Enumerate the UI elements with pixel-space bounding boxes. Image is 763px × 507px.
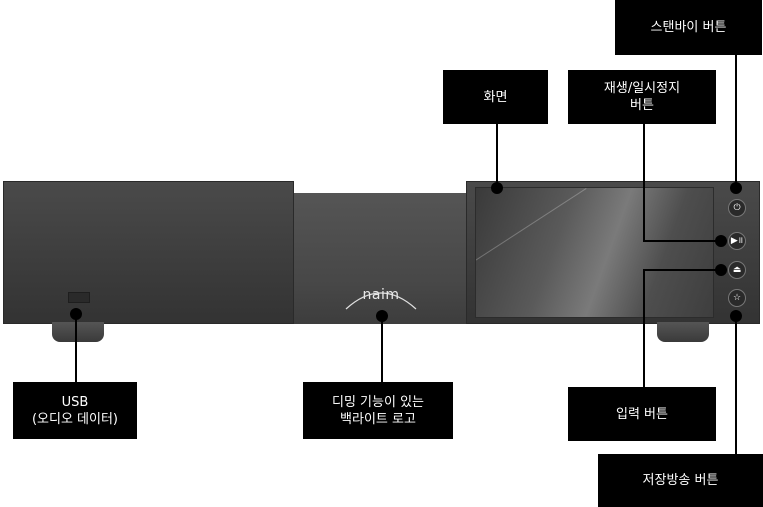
display-dot [491,182,503,194]
standby-leader [735,38,737,188]
preset-dot [730,310,742,322]
device-center-section [294,193,466,324]
left-foot [52,322,104,342]
usb-leader [75,312,77,382]
play-pause-icon[interactable]: ▶॥ [728,232,746,250]
preset-callout: 저장방송 버튼 [598,454,763,507]
usb-port [68,292,90,303]
display-callout: 화면 [443,70,548,124]
display-leader [496,118,498,188]
input-callout: 입력 버튼 [568,387,716,441]
input-dot [715,264,727,276]
right-foot [657,322,709,342]
logo-arc [345,292,417,310]
display-screen [475,187,714,318]
preset-leader [735,316,737,454]
star-icon[interactable]: ☆ [728,289,746,307]
dimming-logo-callout: 디밍 기능이 있는 백라이트 로고 [303,382,453,439]
power-icon[interactable]: ⏻ [728,199,746,217]
logo-dot [376,310,388,322]
input-icon[interactable]: ⏏ [728,261,746,279]
play-pause-leader-v [643,124,645,242]
input-leader-h [643,269,721,271]
standby-callout: 스탠바이 버튼 [615,0,762,55]
input-leader-v [643,269,645,393]
play-pause-leader-h [643,240,721,242]
usb-dot [70,308,82,320]
screen-reflection [476,188,587,282]
naim-logo: naim [362,287,400,303]
play-pause-callout: 재생/일시정지 버튼 [568,70,716,124]
play-pause-dot [715,235,727,247]
standby-dot [730,182,742,194]
device-left-section [3,181,294,324]
usb-callout: USB (오디오 데이터) [13,382,137,439]
logo-leader [381,316,383,382]
